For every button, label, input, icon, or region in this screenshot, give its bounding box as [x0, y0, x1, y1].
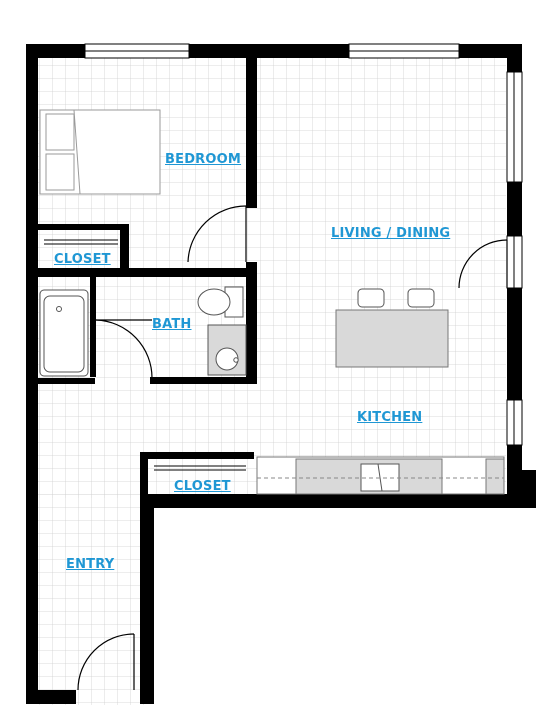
room-label-bedroom: BEDROOM [165, 152, 242, 167]
windows [84, 43, 523, 446]
closet-rods [44, 239, 246, 471]
room-label-entry: ENTRY [66, 557, 115, 572]
bath-fixtures [39, 286, 247, 377]
bed [39, 109, 161, 195]
kitchen-counter [256, 456, 505, 495]
room-label-closet-upper: CLOSET [54, 252, 111, 267]
room-label-living-dining: LIVING / DINING [331, 226, 451, 241]
room-label-closet-lower: CLOSET [174, 479, 231, 494]
interior-walls [38, 58, 257, 502]
room-label-bath: BATH [152, 317, 192, 332]
kitchen-island [335, 288, 449, 368]
doors [77, 205, 508, 691]
room-label-kitchen: KITCHEN [357, 410, 423, 425]
